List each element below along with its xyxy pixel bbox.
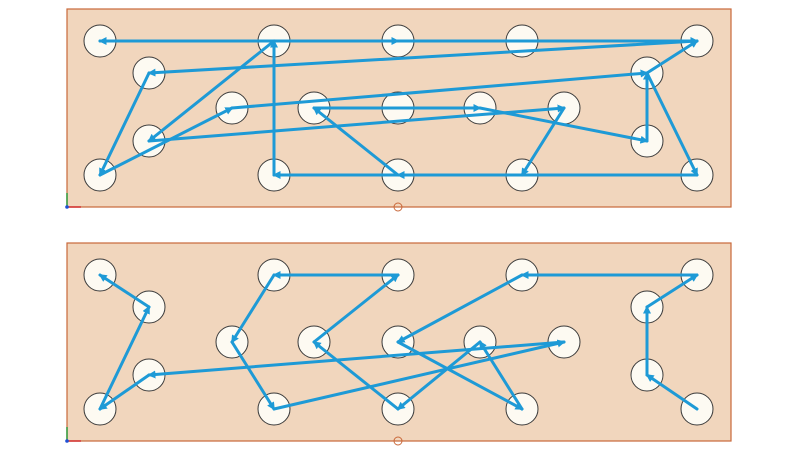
z-axis-dot xyxy=(65,205,69,209)
origin-marker xyxy=(393,436,403,446)
toolpath-segment xyxy=(478,106,649,144)
axis-triad-icon xyxy=(65,427,81,443)
toolpath-segment xyxy=(98,373,151,411)
toolpath-segment xyxy=(645,71,699,177)
axis-triad-icon xyxy=(65,193,81,209)
toolpath-segment xyxy=(98,106,234,177)
toolpath-segment xyxy=(645,373,699,411)
toolpath-segment xyxy=(645,273,699,309)
toolpath-segment xyxy=(312,106,400,177)
toolpath-segment xyxy=(230,69,649,110)
toolpath-segment xyxy=(230,273,276,344)
toolpath-segment xyxy=(478,340,524,411)
toolpath-segment xyxy=(147,340,566,379)
toolpath-segment xyxy=(520,106,566,177)
toolpath-segment xyxy=(312,340,400,411)
unoptimized-toolpath-panel xyxy=(65,8,732,212)
optimized-toolpath-panel xyxy=(65,242,732,446)
toolpath-segment xyxy=(312,273,400,344)
toolpath-segment xyxy=(98,71,151,177)
toolpath-segment xyxy=(147,104,566,143)
toolpath-segment xyxy=(98,305,151,411)
z-axis-dot xyxy=(65,439,69,443)
origin-marker xyxy=(393,202,403,212)
toolpath-segment xyxy=(396,273,524,344)
toolpath-segment xyxy=(230,340,276,411)
toolpath-segment xyxy=(147,39,276,143)
toolpath-segment xyxy=(272,339,566,411)
toolpath-segment xyxy=(645,39,699,75)
toolpath-segment xyxy=(396,340,482,411)
toolpath-segment xyxy=(98,273,151,309)
